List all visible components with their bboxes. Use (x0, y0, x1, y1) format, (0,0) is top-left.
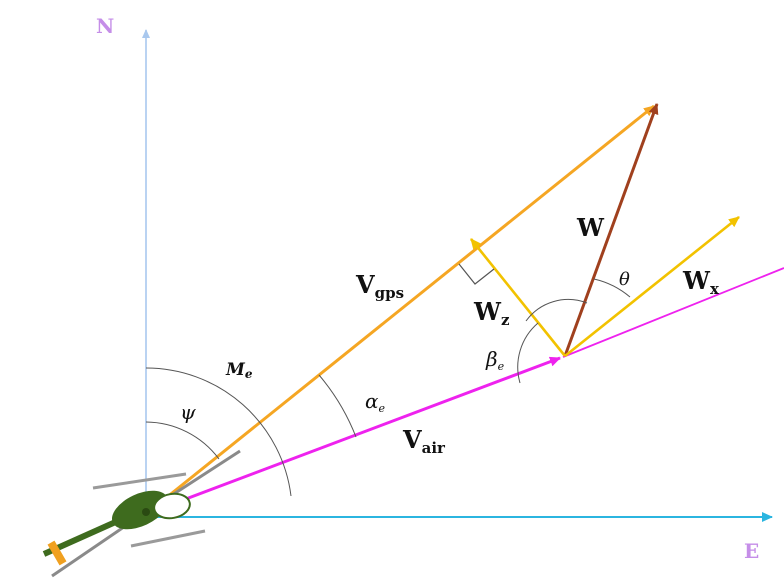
psi-label: ψ (180, 400, 196, 424)
beta-e-label: βe (485, 347, 505, 373)
m-e-arc (145, 367, 292, 497)
helicopter-cockpit (153, 492, 191, 520)
east-label: E (744, 539, 759, 563)
tail-fin (47, 540, 67, 566)
rotor-hub (142, 508, 150, 516)
skid-top (92, 472, 187, 490)
v-air-extension (562, 267, 784, 358)
alpha-e-label: αe (365, 389, 386, 415)
w-x-label: Wx (682, 266, 720, 298)
alpha-e-arc (318, 374, 357, 438)
beta-e-arc (517, 322, 539, 384)
helicopter-illustration (42, 449, 241, 578)
v-air-label: Vair (402, 425, 446, 457)
wz-w-arc (525, 299, 588, 322)
north-label: N (96, 14, 114, 38)
w-label: W (576, 213, 605, 242)
w-x-vector (564, 215, 740, 358)
theta-label: θ (619, 269, 630, 290)
v-gps-label: Vgps (355, 270, 404, 302)
v-gps-vector (145, 104, 655, 516)
theta-arc (593, 278, 631, 298)
w-z-label: Wz (473, 297, 510, 329)
right-angle-mark (458, 263, 495, 285)
w-z-vector (469, 238, 567, 357)
psi-arc (145, 421, 220, 460)
helicopter-body (111, 490, 169, 530)
m-e-label: Me (225, 360, 253, 381)
skid-bottom (130, 529, 206, 548)
v-air-vector (145, 356, 561, 516)
w-vector (563, 103, 659, 357)
